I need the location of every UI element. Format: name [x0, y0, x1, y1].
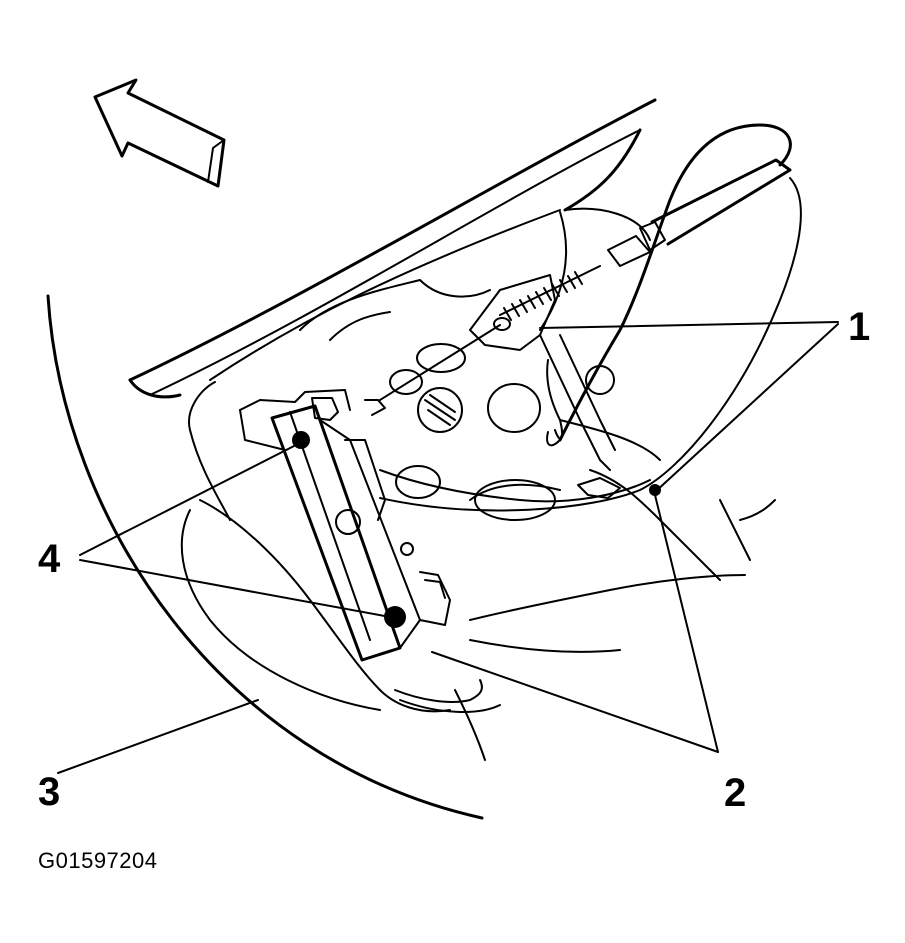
- callout-4: 4: [38, 537, 61, 581]
- lock-actuator: [239, 274, 621, 499]
- forward-direction-arrow-icon: [93, 78, 226, 188]
- door-panel-edge: [46, 294, 484, 820]
- handle-bracket: [180, 404, 501, 713]
- bolt-lower: [384, 606, 406, 628]
- callout-1: 1: [848, 305, 870, 349]
- lock-rod-with-spring: [379, 158, 792, 401]
- rivet-right: [649, 484, 661, 496]
- leader-lines: [57, 321, 839, 774]
- door-shell-outline: [128, 98, 657, 521]
- inner-cavity: [299, 279, 776, 761]
- callout-2: 2: [724, 771, 746, 815]
- lock-cable: [379, 123, 802, 512]
- figure-id: G01597204: [38, 848, 158, 873]
- access-holes: [335, 343, 615, 556]
- callout-3: 3: [38, 770, 60, 814]
